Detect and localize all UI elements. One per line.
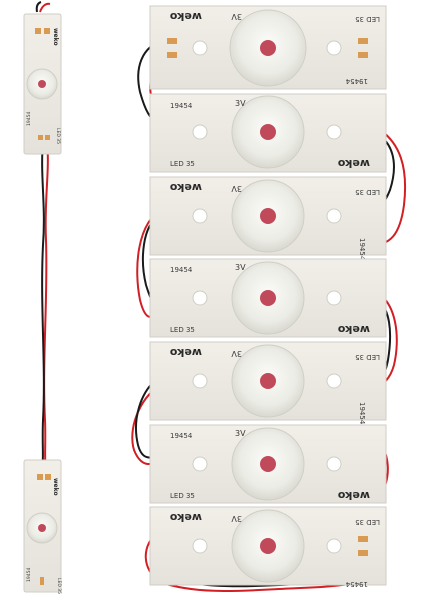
board-2-part: 19454 (170, 102, 193, 110)
board-6-voltage: 3V (235, 429, 246, 438)
right-board-5: weko 3V LED 35 19454 (149, 341, 387, 425)
board-4-brand: weko (337, 323, 370, 336)
board-6-model: LED 35 (170, 492, 195, 500)
left-bottom-brand: weko (52, 478, 59, 496)
board-7-model: LED 35 (355, 518, 380, 526)
board-2-voltage: 3V (235, 99, 246, 108)
left-bottom-part: 19454 (26, 568, 32, 582)
board-3-part: 19454 (358, 238, 366, 261)
right-board-6: 19454 3V LED 35 weko (149, 424, 387, 504)
board-6-brand: weko (337, 489, 370, 502)
right-board-1: weko 3V LED 35 19454 (149, 5, 387, 90)
board-7-part: 19454 (345, 580, 368, 588)
board-5-voltage: 3V (231, 349, 242, 358)
left-top-part: 19454 (26, 112, 32, 126)
board-1-model: LED 35 (355, 15, 380, 23)
right-board-3: weko 3V LED 35 19454 (149, 176, 387, 261)
left-wire-pair (35, 1, 51, 473)
left-board-bottom: weko 19454 LED 35 (23, 459, 62, 594)
board-7-voltage: 3V (231, 514, 242, 523)
right-board-2: 19454 3V LED 35 weko (149, 93, 387, 173)
board-1-voltage: 3V (231, 12, 242, 21)
board-2-model: LED 35 (170, 160, 195, 168)
board-3-voltage: 3V (231, 184, 242, 193)
board-4-voltage: 3V (235, 263, 246, 272)
board-4-model: LED 35 (170, 326, 195, 334)
left-board-top: weko 19454 LED 35 (23, 13, 62, 155)
board-2-brand: weko (337, 157, 370, 170)
left-top-model: LED 35 (55, 128, 61, 144)
board-7-brand: weko (169, 511, 202, 524)
right-board-4: 19454 3V LED 35 weko (149, 258, 387, 338)
board-1-part: 19454 (345, 77, 368, 85)
board-5-model: LED 35 (355, 353, 380, 361)
board-5-brand: weko (169, 346, 202, 359)
left-top-brand: weko (52, 28, 59, 46)
board-3-model: LED 35 (355, 188, 380, 196)
board-6-part: 19454 (170, 432, 193, 440)
board-5-part: 19454 (358, 402, 366, 425)
board-1-brand: weko (169, 10, 202, 23)
left-bottom-model: LED 35 (56, 578, 62, 594)
board-3-brand: weko (169, 181, 202, 194)
right-board-7: weko 3V LED 35 19454 (149, 506, 387, 588)
board-4-part: 19454 (170, 266, 193, 274)
